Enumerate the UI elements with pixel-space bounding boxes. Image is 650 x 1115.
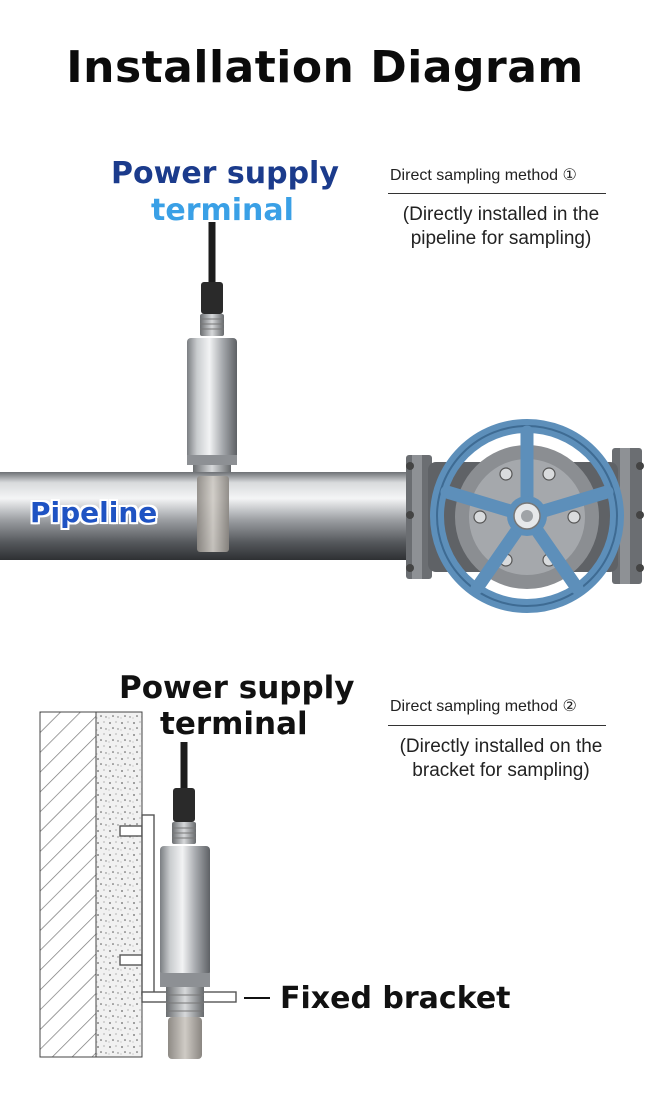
sensor-body-2 [160, 846, 210, 976]
pipeline-label: Pipeline [30, 496, 158, 529]
probe-filter-1 [197, 476, 229, 552]
sensor-body-1 [187, 338, 237, 460]
fixed-bracket-label: Fixed bracket [280, 981, 511, 1016]
probe-filter-2 [168, 1017, 202, 1059]
method-1-note-line2: pipeline for sampling) [410, 228, 592, 249]
method-1-divider [388, 193, 606, 194]
connector-2 [173, 788, 195, 822]
power-supply-label-1: Power supply [111, 156, 339, 191]
connector-1 [201, 282, 223, 314]
method-1-note: (Directly installed in the pipeline for … [382, 203, 620, 251]
wall-hatched [39, 711, 97, 1058]
method-1-label: Direct sampling method ① [390, 167, 577, 184]
page-title: Installation Diagram [66, 42, 584, 93]
method-2-divider [388, 725, 606, 726]
method-2-label: Direct sampling method ② [390, 698, 577, 715]
terminal-label-1: terminal [151, 193, 294, 228]
method-2-note: (Directly installed on the bracket for s… [380, 735, 622, 783]
wall-concrete [95, 711, 143, 1058]
method-2-note-line2: bracket for sampling) [412, 760, 590, 781]
method-1-note-line1: (Directly installed in the [402, 204, 600, 225]
method-2-note-line1: (Directly installed on the [399, 736, 603, 757]
terminal-label-2: terminal [160, 706, 308, 742]
power-supply-label-2: Power supply [119, 670, 355, 706]
